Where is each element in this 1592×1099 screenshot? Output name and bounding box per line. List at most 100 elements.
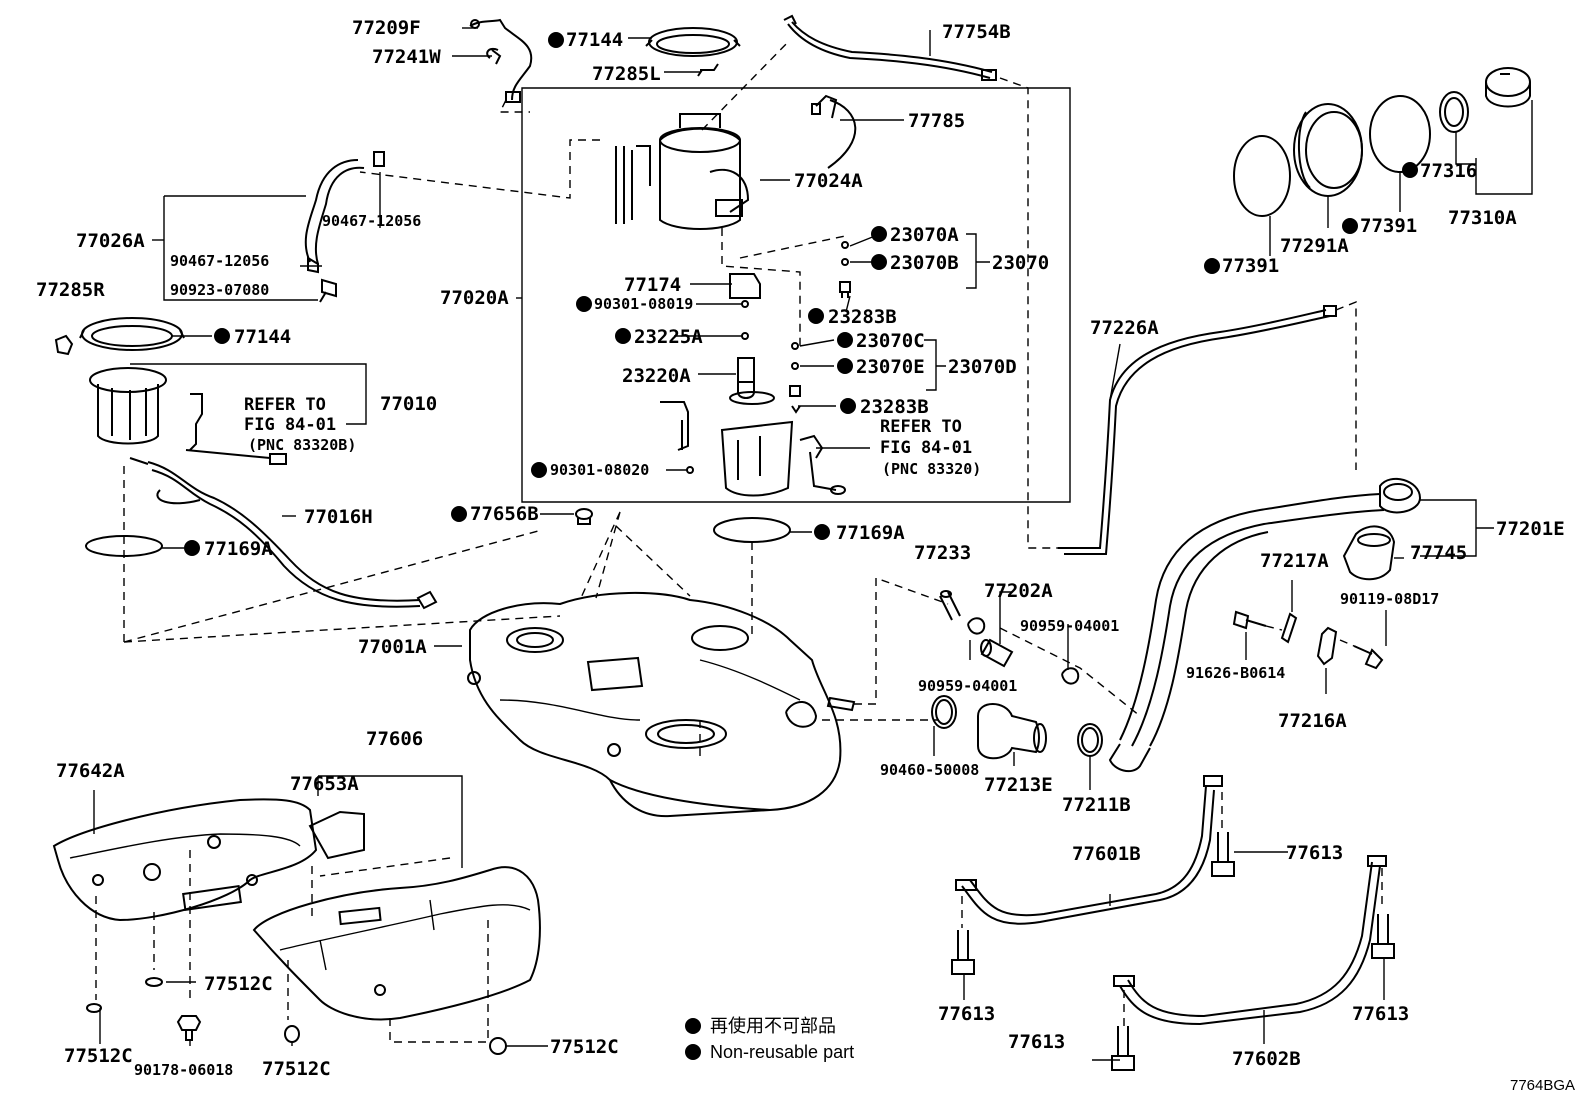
label-77512C-a: 77512C (204, 973, 273, 995)
clip-77241W (491, 49, 502, 65)
refer-upper-line3: (PNC 83320) (882, 460, 981, 478)
label-77613-b: 77613 (938, 1003, 995, 1025)
subassembly-frame-77020A (521, 87, 1071, 503)
refer-left-line3: (PNC 83320B) (248, 436, 356, 454)
retainer-ring-77144-left (79, 317, 185, 351)
label-77391-b: 77391 (1360, 215, 1417, 237)
gasket-77316 (1439, 91, 1469, 133)
grommet-77656B (575, 508, 593, 525)
label-23070E: 23070E (856, 356, 925, 378)
bullet-icon (808, 308, 824, 324)
sub-tank (720, 420, 794, 497)
label-77316: 77316 (1420, 160, 1477, 182)
label-77144-left: 77144 (234, 326, 291, 348)
bullet-icon (685, 1018, 701, 1034)
refer-left-line1: REFER TO (244, 395, 326, 415)
bullet-icon (837, 332, 853, 348)
bolt-77613-b (951, 930, 975, 975)
bolt-77613-c (1111, 1026, 1135, 1071)
label-77512C-c: 77512C (262, 1058, 331, 1080)
label-77144-top: 77144 (566, 29, 623, 51)
label-77754B: 77754B (942, 21, 1011, 43)
label-77642A: 77642A (56, 760, 125, 782)
clip-77285R (54, 334, 74, 356)
hose-77016H (147, 461, 438, 610)
hose-77202A (980, 638, 1014, 668)
refer-upper-line2: FIG 84-01 (880, 438, 972, 458)
insulator-77653A (308, 810, 365, 860)
label-77391-a: 77391 (1222, 255, 1279, 277)
label-77026A: 77026A (76, 230, 145, 252)
bracket-77216A (1316, 626, 1338, 666)
bullet-icon (871, 254, 887, 270)
bullet-icon (871, 226, 887, 242)
bullet-icon (1402, 162, 1418, 178)
label-77020A: 77020A (440, 287, 509, 309)
label-77745: 77745 (1410, 542, 1467, 564)
bullet-icon (548, 32, 564, 48)
bullet-icon (451, 506, 467, 522)
label-23070C: 23070C (856, 330, 925, 352)
clamp-90460-50008 (931, 695, 957, 729)
label-77613-a: 77613 (1286, 842, 1343, 864)
label-23070: 23070 (992, 252, 1049, 274)
label-77606: 77606 (366, 728, 423, 750)
fuel-tank-77001A (467, 591, 856, 818)
label-23283B-a: 23283B (828, 306, 897, 328)
label-77016H: 77016H (304, 506, 373, 528)
non-reusable-markers (184, 32, 1418, 1060)
label-77169A-left: 77169A (204, 538, 273, 560)
clamp-77211B (1077, 723, 1103, 757)
label-77241W: 77241W (372, 46, 441, 68)
refer-upper-line1: REFER TO (880, 417, 962, 437)
filler-ring-77291A (1293, 103, 1363, 197)
bullet-icon (184, 540, 200, 556)
label-77174: 77174 (624, 274, 681, 296)
bullet-icon (1204, 258, 1220, 274)
pressure-regulator-23220A (729, 357, 775, 405)
sender-gauge-90301-08020 (660, 401, 694, 474)
clip-77512C-c (284, 1025, 300, 1043)
strap-77601B (955, 775, 1223, 925)
bullet-icon (531, 462, 547, 478)
label-23070D: 23070D (948, 356, 1017, 378)
label-77512C-b: 77512C (64, 1045, 133, 1067)
refer-left-line2: FIG 84-01 (244, 415, 336, 435)
label-90301-08020: 90301-08020 (550, 461, 649, 479)
bolt-77613-d (1371, 914, 1395, 959)
harness-77785 (811, 94, 857, 169)
retainer-77174 (729, 273, 761, 299)
label-77213E: 77213E (984, 774, 1053, 796)
oring-90301-08019 (741, 300, 749, 308)
label-77010: 77010 (380, 393, 437, 415)
clip-77512C-a (145, 977, 163, 987)
label-77512C-d: 77512C (550, 1036, 619, 1058)
hose-77213E (977, 703, 1047, 760)
label-23220A: 23220A (622, 365, 691, 387)
hose-77026A (304, 151, 385, 303)
bolt-91626-B0614 (1232, 610, 1267, 630)
breather-tube-77226A (1058, 305, 1337, 555)
figure-code: 7764BGA (1510, 1077, 1575, 1094)
bullet-icon (837, 358, 853, 374)
vent-hose-77754B (783, 14, 997, 81)
label-90178-06018: 90178-06018 (134, 1061, 233, 1079)
label-77226A: 77226A (1090, 317, 1159, 339)
label-23070A: 23070A (890, 224, 959, 246)
label-77217A: 77217A (1260, 550, 1329, 572)
fuel-pump-module-77024A (615, 113, 750, 230)
bullet-icon (814, 524, 830, 540)
label-77601B: 77601B (1072, 843, 1141, 865)
label-90467-12056-a: 90467-12056 (322, 212, 421, 230)
label-90467-12056-b: 90467-12056 (170, 252, 269, 270)
label-77310A: 77310A (1448, 207, 1517, 229)
nut-90178-06018 (176, 1015, 202, 1041)
bullet-icon (214, 328, 230, 344)
label-77169A-mid: 77169A (836, 522, 905, 544)
bracket-77217A (1280, 612, 1298, 644)
pump-assembly-77010 (89, 367, 287, 465)
label-77291A: 77291A (1280, 235, 1349, 257)
label-90460-50008: 90460-50008 (880, 761, 979, 779)
label-77785: 77785 (908, 110, 965, 132)
label-77656B: 77656B (470, 503, 539, 525)
